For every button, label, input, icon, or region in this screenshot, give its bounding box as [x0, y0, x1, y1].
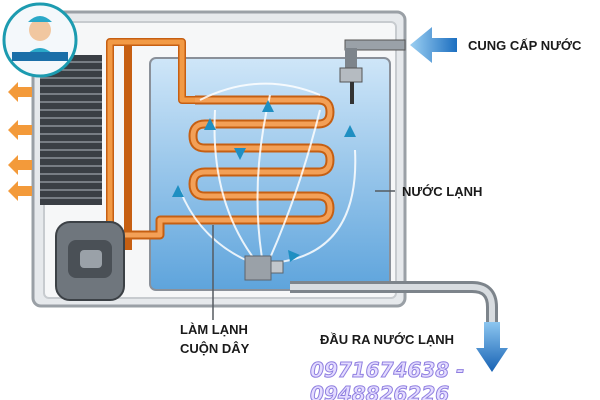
compressor-icon: [55, 221, 125, 301]
water-inlet-arrow-icon: [410, 27, 457, 63]
cooling-coil-label-line1: LÀM LẠNH: [180, 322, 248, 337]
water-flow-arrowheads: [172, 100, 356, 262]
label-pointers: [212, 190, 395, 320]
inlet-valve-icon: [339, 39, 406, 104]
water-flow-arrows: [179, 82, 357, 263]
cooling-coil-label-line2: CUỘN DÂY: [180, 341, 250, 356]
water-outlet-arrow-icon: [476, 322, 508, 372]
condenser-icon: [40, 55, 102, 205]
heat-arrow-icons: [8, 82, 32, 201]
pump-icon: [244, 255, 284, 281]
phone-numbers: 0971674638 - 0948826226: [310, 358, 465, 400]
cold-water-outlet-label: ĐẦU RA NƯỚC LẠNH: [320, 332, 455, 347]
cold-water-label: NƯỚC LẠNH: [402, 184, 483, 199]
water-supply-label: CUNG CẤP NƯỚC: [468, 38, 582, 53]
cooling-coil: [120, 95, 335, 240]
company-logo: [2, 2, 78, 78]
